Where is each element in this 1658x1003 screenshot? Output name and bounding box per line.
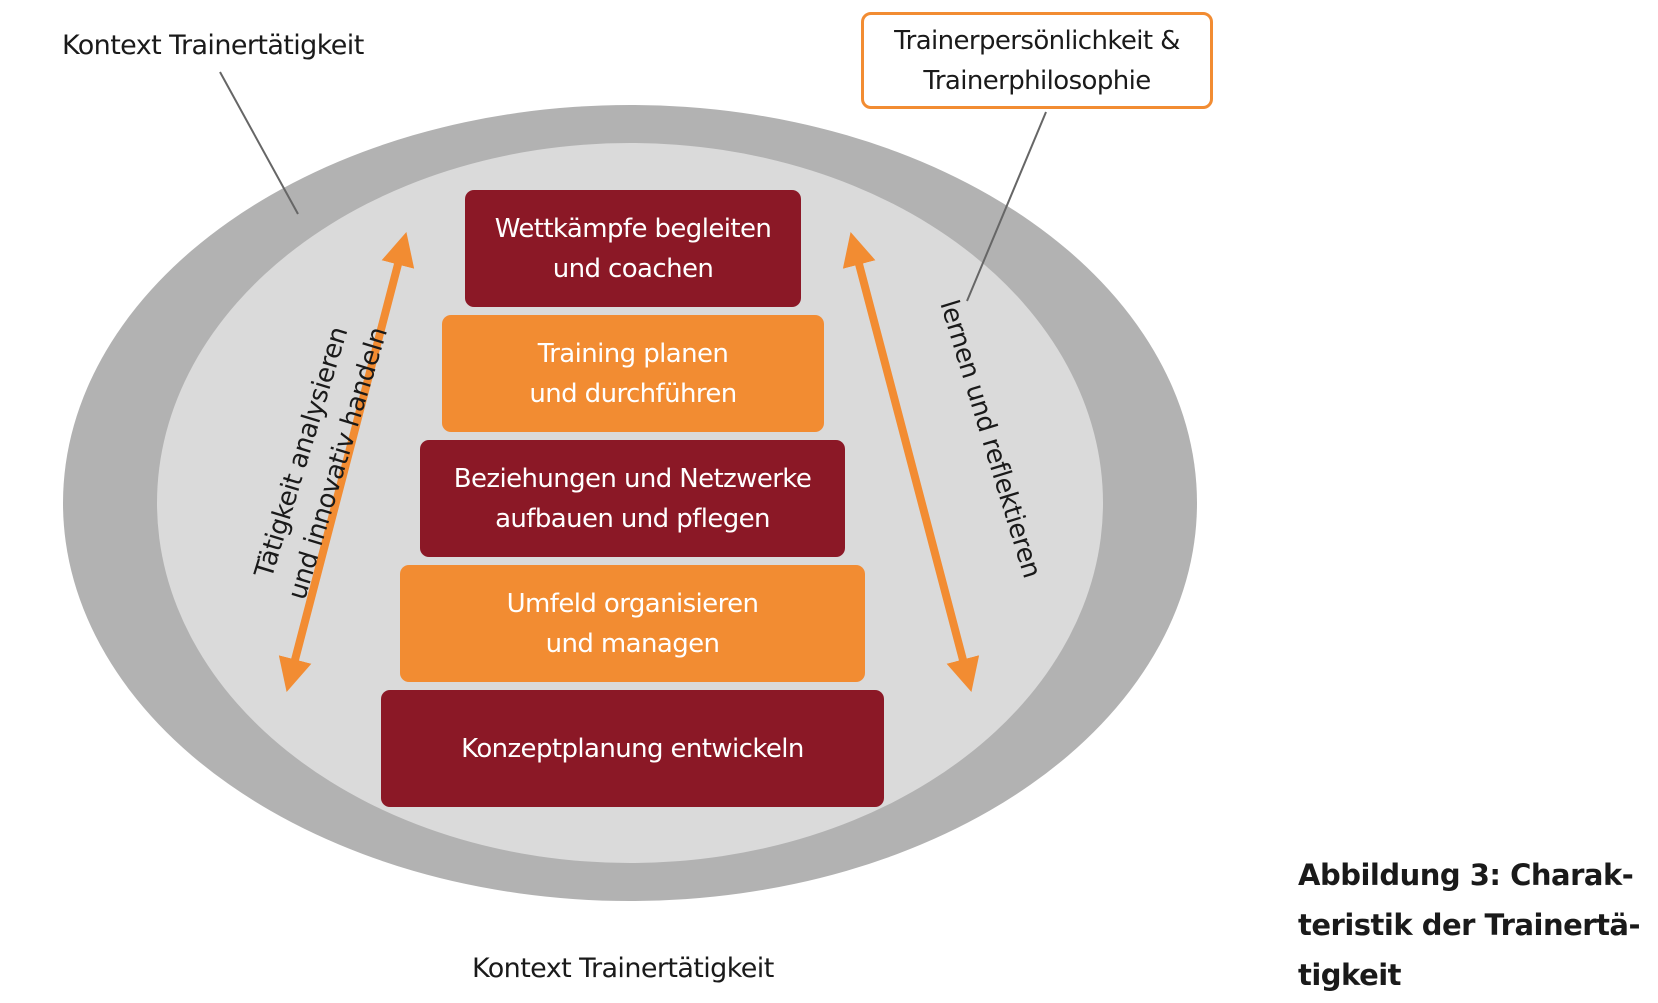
personality-philosophy-box: Trainerpersönlichkeit & Trainerphilosoph…	[861, 12, 1213, 109]
step-concept: Konzeptplanung entwickeln	[381, 690, 884, 807]
step-line-2: und durchführen	[529, 378, 737, 409]
caption-line-1: Abbildung 3: Charak-	[1298, 858, 1634, 892]
left-double-arrow	[278, 231, 415, 693]
persona-line-1: Trainerpersönlichkeit &	[894, 25, 1180, 56]
figure-caption: Abbildung 3: Charak- teristik der Traine…	[1298, 850, 1641, 1000]
right-double-arrow	[842, 232, 980, 692]
step-line-2: und coachen	[552, 253, 714, 284]
step-line-1: Umfeld organisieren	[506, 588, 759, 619]
step-environment: Umfeld organisieren und managen	[400, 565, 865, 682]
caption-line-2: teristik der Trainertä-	[1298, 908, 1641, 942]
step-line-1: Wettkämpfe begleiten	[494, 213, 772, 244]
leader-line-context	[219, 71, 299, 215]
context-label-bottom: Kontext Trainertätigkeit	[472, 953, 774, 984]
step-training: Training planen und durchführen	[442, 315, 824, 432]
step-line-2: und managen	[545, 628, 720, 659]
step-line-1: Konzeptplanung entwickeln	[461, 733, 804, 764]
step-relationships: Beziehungen und Netzwerke aufbauen und p…	[420, 440, 845, 557]
context-label-top: Kontext Trainertätigkeit	[62, 30, 364, 61]
leader-line-persona	[966, 111, 1047, 302]
step-line-2: aufbauen und pflegen	[495, 503, 770, 534]
caption-line-3: tigkeit	[1298, 958, 1402, 992]
step-line-1: Training planen	[537, 338, 729, 369]
step-line-1: Beziehungen und Netzwerke	[453, 463, 812, 494]
persona-line-2: Trainerphilosophie	[923, 65, 1151, 96]
step-competitions: Wettkämpfe begleiten und coachen	[465, 190, 801, 307]
